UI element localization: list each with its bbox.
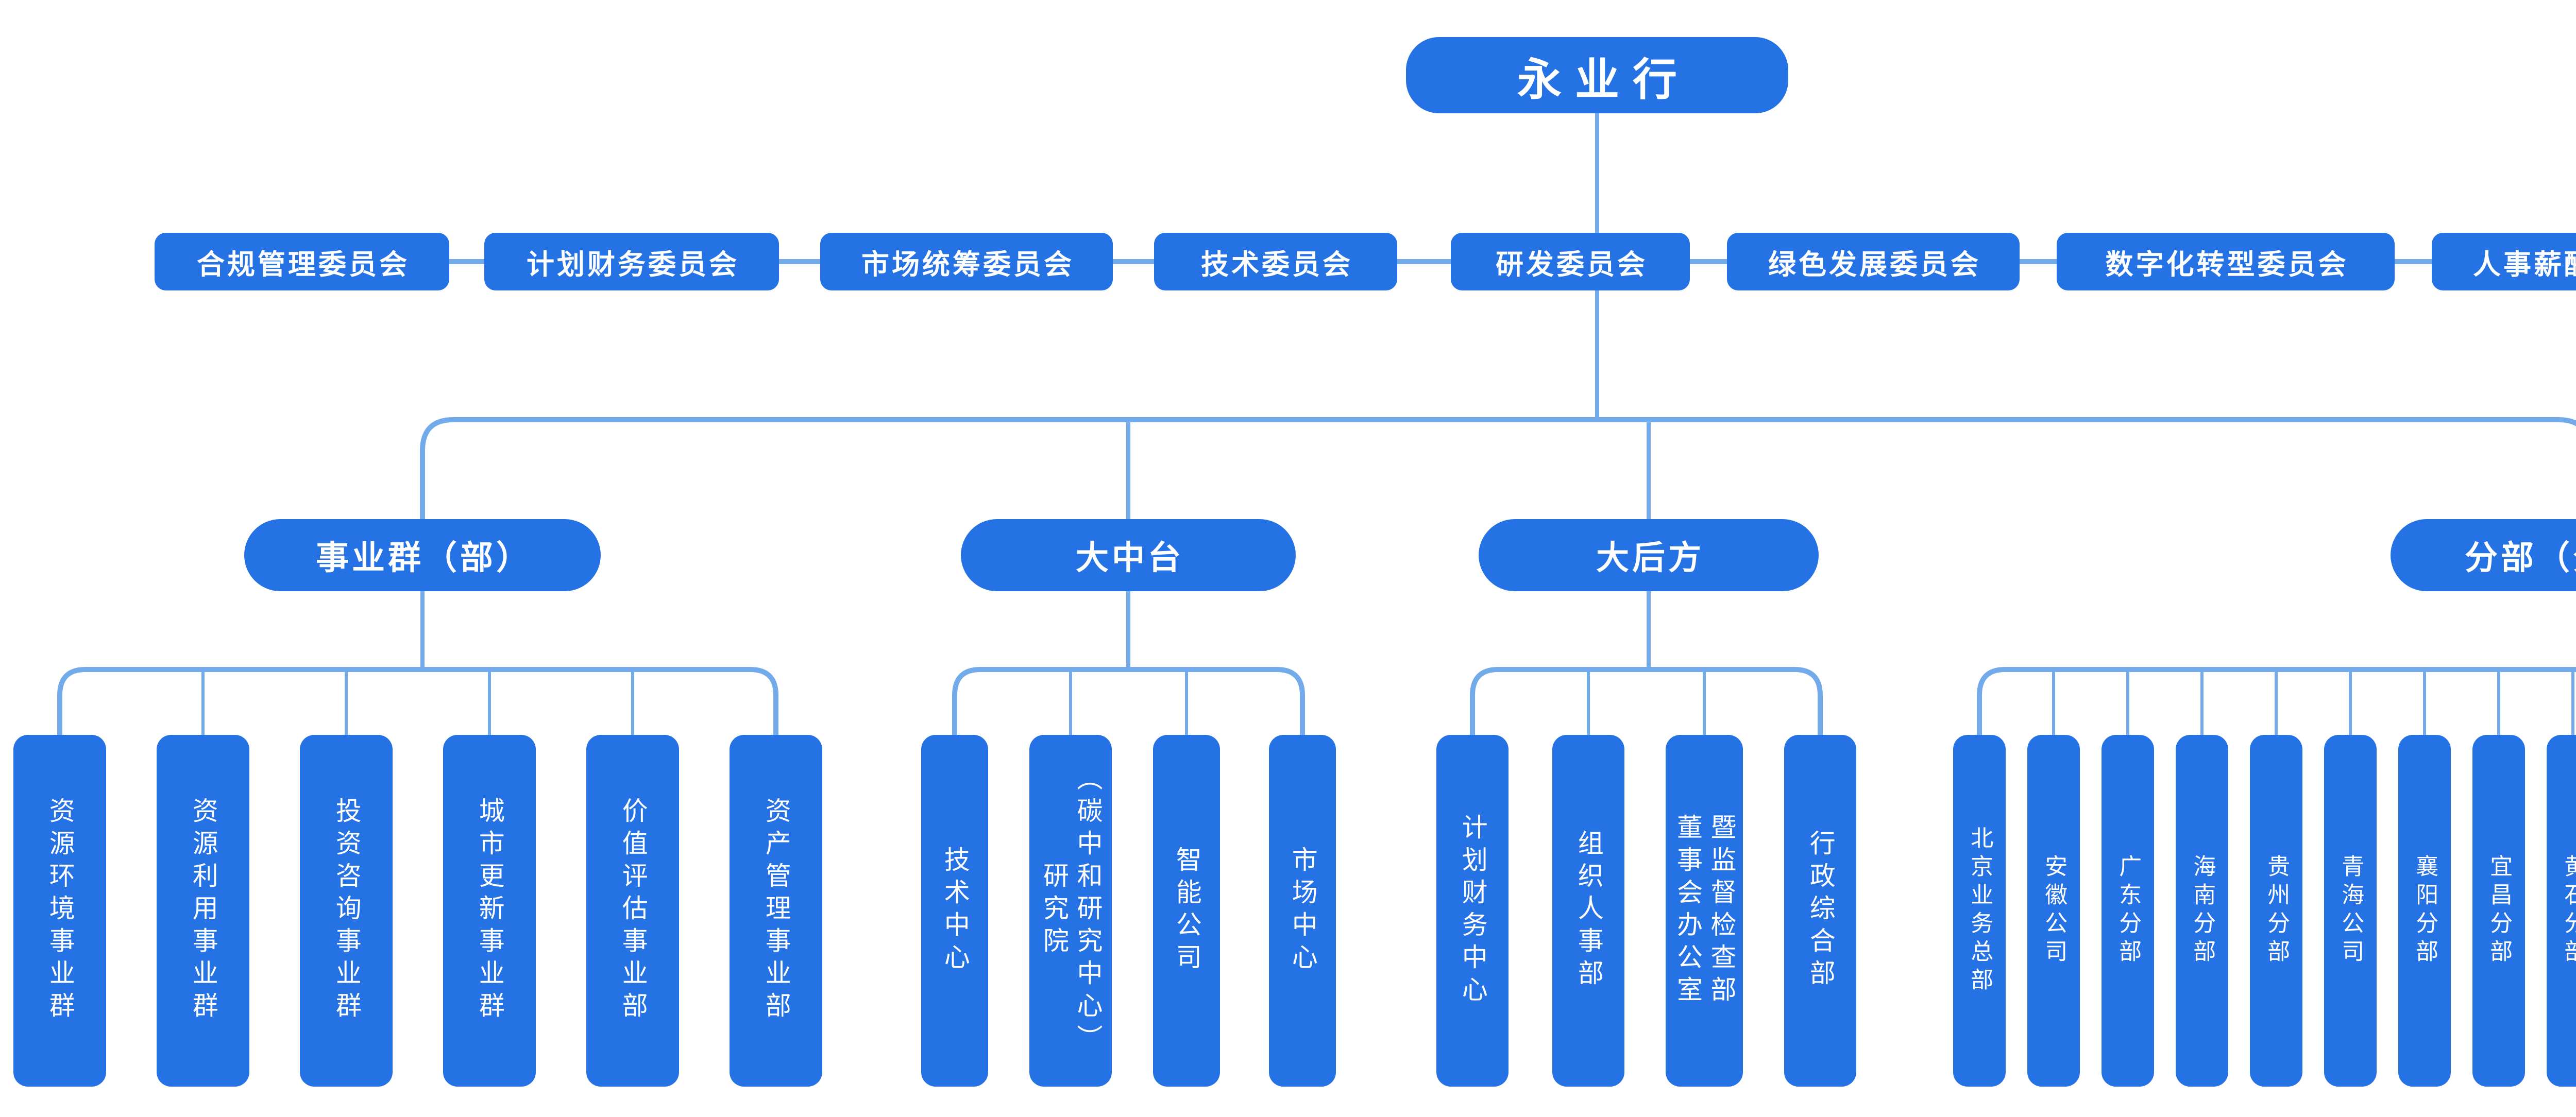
child-node: 价值评估事业部 xyxy=(586,735,679,1087)
group1-drops xyxy=(201,669,634,735)
child-label: 宜昌分部 xyxy=(2486,854,2512,968)
child-node: 资产管理事业部 xyxy=(730,735,822,1087)
child-node: 广东分部 xyxy=(2102,735,2154,1087)
committee-label: 技术委员会 xyxy=(1201,249,1353,280)
committee-label: 计划财务委员会 xyxy=(527,249,739,280)
child-node: 安徽公司 xyxy=(2027,735,2080,1087)
child-node: 计划财务中心 xyxy=(1436,735,1509,1087)
group4-drops xyxy=(2052,669,2574,735)
child-label: 北京业务总部 xyxy=(1967,826,1993,996)
child-label: 投资咨询事业群 xyxy=(332,797,361,1024)
group-header-back-office: 大后方 xyxy=(1479,519,1819,591)
child-label: 资产管理事业部 xyxy=(761,797,791,1024)
child-node: 青海公司 xyxy=(2324,735,2377,1087)
child-label: 行政综合部 xyxy=(1806,830,1835,992)
child-node: 资源环境事业群 xyxy=(13,735,106,1087)
child-label: 价值评估事业部 xyxy=(618,797,648,1024)
committee-label: 合规管理委员会 xyxy=(197,249,410,280)
level2-drops xyxy=(1126,420,1651,519)
child-label: 襄阳分部 xyxy=(2412,854,2438,968)
child-label: 组织人事部 xyxy=(1574,830,1603,992)
committee-node-rnd: 研发委员会 xyxy=(1451,233,1690,290)
root-label: 永业行 xyxy=(1517,55,1690,105)
committee-node-compliance: 合规管理委员会 xyxy=(155,233,449,290)
child-node: 市场中心 xyxy=(1269,735,1336,1087)
child-node: 贵州分部 xyxy=(2250,735,2302,1087)
committee-node-planning-finance: 计划财务委员会 xyxy=(484,233,779,290)
root-node: 永业行 xyxy=(1406,37,1788,113)
child-node: 海南分部 xyxy=(2176,735,2228,1087)
child-label: 海南分部 xyxy=(2190,854,2215,968)
child-label: 资源环境事业群 xyxy=(45,797,75,1024)
child-label: 黄石分部 xyxy=(2561,854,2576,968)
group3-bus xyxy=(1470,667,1823,735)
group2-drops xyxy=(1069,669,1188,735)
committee-node-green-development: 绿色发展委员会 xyxy=(1727,233,2020,290)
committee-node-technology: 技术委员会 xyxy=(1154,233,1397,290)
child-label: 广东分部 xyxy=(2115,854,2141,968)
group-header-label: 分部（分公司） xyxy=(2465,539,2576,576)
committee-label: 研发委员会 xyxy=(1496,249,1648,280)
child-label: 青海公司 xyxy=(2338,854,2364,968)
child-label: 研究院 xyxy=(1040,862,1069,959)
child-label: 计划财务中心 xyxy=(1458,813,1487,1008)
group1-bus xyxy=(57,667,778,735)
committee-label: 数字化转型委员会 xyxy=(2105,249,2349,280)
child-node: 襄阳分部 xyxy=(2398,735,2451,1087)
child-label: 技术中心 xyxy=(940,846,970,976)
group-header-label: 大中台 xyxy=(1076,539,1184,576)
group-header-label: 事业群（部） xyxy=(316,539,532,576)
child-label: 安徽公司 xyxy=(2041,854,2067,968)
child-node: 黄石分部 xyxy=(2547,735,2576,1087)
committee-node-digital-transformation: 数字化转型委员会 xyxy=(2057,233,2395,290)
child-node: 宜昌分部 xyxy=(2472,735,2525,1087)
group-header-branches: 分部（分公司） xyxy=(2391,519,2576,591)
group-header-business-groups: 事业群（部） xyxy=(244,519,601,591)
child-node: 研究院 （碳中和研究中心） xyxy=(1029,735,1112,1087)
child-node: 资源利用事业群 xyxy=(157,735,249,1087)
child-node: 城市更新事业群 xyxy=(443,735,536,1087)
committee-label: 人事薪酬委员会 xyxy=(2473,249,2576,280)
group2-bus xyxy=(952,667,1305,735)
child-node: 组织人事部 xyxy=(1552,735,1624,1087)
child-label: 暨监督检查部 xyxy=(1707,813,1736,1008)
child-label: 董事会办公室 xyxy=(1673,813,1702,1008)
child-label: （碳中和研究中心） xyxy=(1073,765,1103,1057)
level2-bus xyxy=(420,417,2576,519)
child-label: 市场中心 xyxy=(1288,846,1317,976)
child-node: 技术中心 xyxy=(921,735,988,1087)
child-label: 资源利用事业群 xyxy=(189,797,218,1024)
committee-node-hr-compensation: 人事薪酬委员会 xyxy=(2432,233,2576,290)
group3-drops xyxy=(1587,669,1706,735)
child-label: 贵州分部 xyxy=(2264,854,2290,968)
group-header-middle-platform: 大中台 xyxy=(961,519,1296,591)
committee-label: 绿色发展委员会 xyxy=(1768,249,1981,280)
child-node: 董事会办公室 暨监督检查部 xyxy=(1666,735,1743,1087)
child-label: 城市更新事业群 xyxy=(475,797,504,1024)
child-node: 行政综合部 xyxy=(1784,735,1856,1087)
child-node: 投资咨询事业群 xyxy=(300,735,393,1087)
child-node: 北京业务总部 xyxy=(1953,735,2006,1087)
child-label: 智能公司 xyxy=(1172,846,1201,976)
group-header-label: 大后方 xyxy=(1596,539,1704,576)
child-node: 智能公司 xyxy=(1153,735,1220,1087)
committee-node-market-coordination: 市场统筹委员会 xyxy=(820,233,1113,290)
committee-label: 市场统筹委员会 xyxy=(861,249,1074,280)
